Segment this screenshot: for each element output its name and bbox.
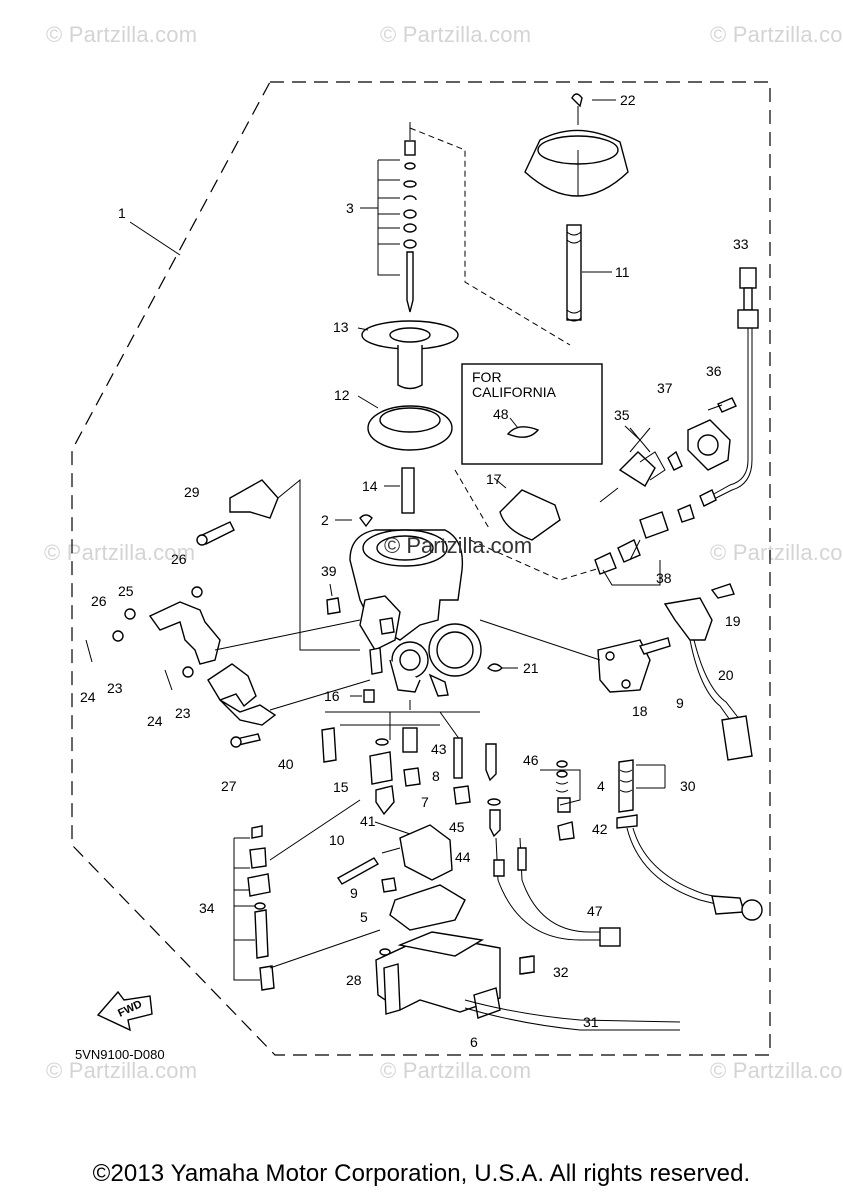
throttle-sensor-part <box>479 583 753 761</box>
watermark-bottom-right: © Partzilla.com <box>710 1058 843 1083</box>
callout-label: 7 <box>421 794 429 810</box>
callout-label: 44 <box>455 849 471 865</box>
watermark-mid-right: © Partzilla.com <box>710 540 843 565</box>
watermark-top-right: © Partzilla.com <box>710 22 843 47</box>
callout-label: 27 <box>221 778 237 794</box>
callout-label: 15 <box>333 779 349 795</box>
throttle-linkage-part <box>85 478 371 748</box>
callout-label: 40 <box>278 756 294 772</box>
watermark-bottom-left: © Partzilla.com <box>46 1058 198 1083</box>
jet-part <box>384 467 415 514</box>
callout-label: 42 <box>592 821 608 837</box>
callout-label: 34 <box>199 900 215 916</box>
callout-label: 9 <box>676 695 684 711</box>
callout-label: 29 <box>184 484 200 500</box>
callout-label: 39 <box>321 563 337 579</box>
callout-label: 14 <box>362 478 378 494</box>
callout-label: 4 <box>597 778 605 794</box>
callout-label: 11 <box>615 264 630 280</box>
callout-label: 20 <box>718 667 734 683</box>
california-line2: CALIFORNIA <box>472 384 557 400</box>
callout-label: 12 <box>334 387 350 403</box>
callout-label: 43 <box>431 741 447 757</box>
callout-label: 19 <box>725 613 741 629</box>
california-box: FOR CALIFORNIA <box>461 363 603 465</box>
callout-label: 2 <box>321 512 329 528</box>
callout-label: 22 <box>620 92 636 108</box>
callout-label: 17 <box>486 471 502 487</box>
callout-label: 38 <box>656 570 672 586</box>
center-watermark: © Partzilla.com <box>384 533 532 558</box>
callout-label: 10 <box>329 832 345 848</box>
callout-label: 6 <box>470 1034 478 1050</box>
callout-label: 8 <box>432 768 440 784</box>
diaphragm-ring-part <box>357 395 453 451</box>
copyright-footer: ©2013 Yamaha Motor Corporation, U.S.A. A… <box>92 1160 751 1187</box>
callout-label: 3 <box>346 200 354 216</box>
callout-label: 5 <box>360 909 368 925</box>
assembly-boundary <box>71 81 771 1056</box>
fwd-arrow-icon: FWD <box>96 990 153 1032</box>
callout-label: 31 <box>583 1014 599 1030</box>
callout-label: 26 <box>91 593 107 609</box>
callout-label: 16 <box>324 688 340 704</box>
carburetor-body-part <box>326 514 482 697</box>
spring-part <box>566 224 612 322</box>
callout-label: 23 <box>107 680 123 696</box>
callout-label: 1 <box>118 205 126 221</box>
callout-label: 37 <box>657 380 673 396</box>
callout-label: 23 <box>175 705 191 721</box>
callout-label: 41 <box>360 813 376 829</box>
callout-label: 35 <box>614 407 630 423</box>
float-part <box>399 824 453 881</box>
cap-part <box>454 469 561 541</box>
needle-kit-part <box>360 122 417 313</box>
callout-labels: 1 2 3 4 5 6 7 8 9 9 10 11 12 13 14 15 16… <box>80 92 749 1050</box>
callout-label: 33 <box>733 236 749 252</box>
callout-label: 18 <box>632 703 648 719</box>
callout-label: 48 <box>493 406 509 422</box>
callout-label: 9 <box>350 885 358 901</box>
callout-label: 36 <box>706 363 722 379</box>
callout-label: 30 <box>680 778 696 794</box>
watermark-top-left: © Partzilla.com <box>46 22 198 47</box>
diaphragm-part <box>357 320 459 390</box>
callout-label: 13 <box>333 319 349 335</box>
callout-label: 26 <box>171 551 187 567</box>
carburetor-top-cover-part <box>524 93 629 197</box>
watermark-top-center: © Partzilla.com <box>380 22 532 47</box>
callout-label: 45 <box>449 819 465 835</box>
watermark-mid-left: © Partzilla.com <box>44 540 196 565</box>
watermark-bottom-center: © Partzilla.com <box>380 1058 532 1083</box>
callout-label: 28 <box>346 972 362 988</box>
callout-label: 21 <box>523 660 539 676</box>
float-bowl-part <box>375 931 681 1031</box>
gasket-part <box>389 884 466 931</box>
accelerator-pump-part <box>599 397 737 503</box>
callout-label: 47 <box>587 903 603 919</box>
connector-part <box>469 504 695 586</box>
callout-label: 46 <box>523 752 539 768</box>
pilot-screw-kit-part <box>233 799 381 991</box>
california-line1: FOR <box>472 369 502 385</box>
callout-label: 25 <box>118 583 134 599</box>
callout-label: 32 <box>553 964 569 980</box>
lower-parts <box>321 700 763 921</box>
choke-cable-part <box>699 267 759 507</box>
callout-label: 24 <box>80 689 96 705</box>
drawing-code: 5VN9100-D080 <box>75 1047 165 1062</box>
callout-label: 24 <box>147 713 163 729</box>
